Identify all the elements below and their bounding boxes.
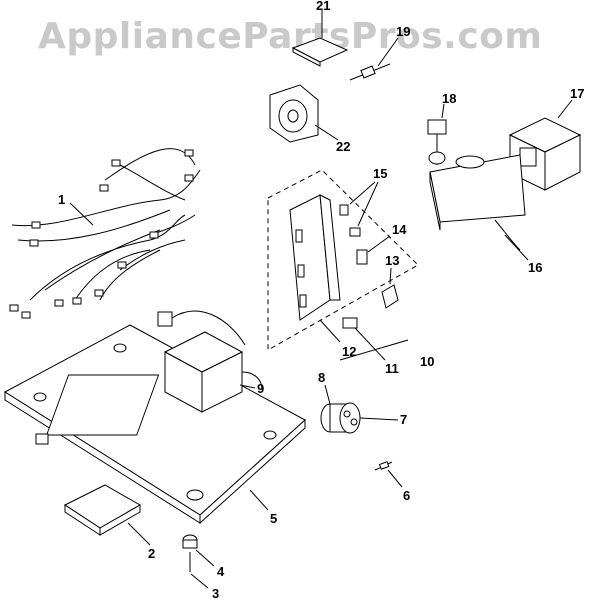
callout-9: 9 [257,381,264,396]
foot-part [182,534,198,572]
capacitor-part [320,402,361,434]
callout-1: 1 [58,192,65,207]
callout-3: 3 [212,586,219,600]
base-plate-part [4,324,306,525]
callout-7: 7 [400,412,407,427]
wire-harness-part [9,148,201,319]
pcb-part [291,37,349,67]
callout-5: 5 [270,511,277,526]
control-panel-outline [267,169,419,351]
callout-2: 2 [148,546,155,561]
fuse-part [349,63,391,81]
callout-11: 11 [385,361,399,376]
callout-12: 12 [342,344,356,359]
callout-13: 13 [385,253,399,268]
lever-part [381,284,399,309]
callout-22: 22 [336,139,350,154]
waveguide-part [429,154,526,251]
diode-part [374,461,393,471]
transformer-part [157,310,263,413]
callout-16: 16 [528,260,542,275]
sensor-switch-part [356,249,368,265]
thermostat-part [427,119,447,165]
callout-21: 21 [316,0,330,13]
tray-part [35,433,142,536]
callout-6: 6 [403,488,410,503]
callout-4: 4 [217,564,225,579]
switch-part [349,227,361,237]
callout-17: 17 [570,86,584,101]
callout-10: 10 [420,354,434,369]
control-bracket-part [289,194,341,321]
callout-14: 14 [392,222,407,237]
fan-motor-part [269,84,319,143]
callout-15: 15 [373,166,387,181]
watermark: AppliancePartsPros.com [38,16,542,57]
callout-18: 18 [442,91,456,106]
callout-8: 8 [318,370,325,385]
switch-11-part [342,317,358,329]
callout-19: 19 [396,24,410,39]
switch-part [339,204,349,216]
